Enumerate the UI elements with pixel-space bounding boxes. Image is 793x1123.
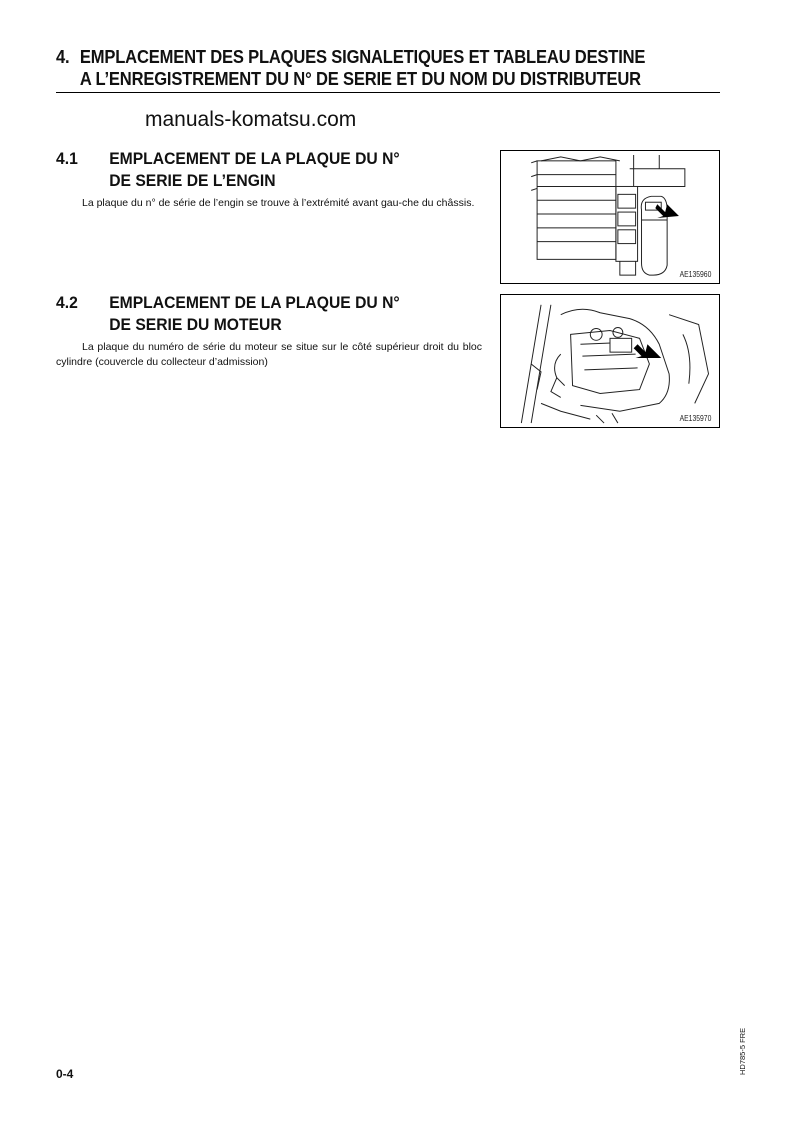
section-title-line2: DE SERIE DU MOTEUR — [109, 316, 282, 334]
chapter-divider — [56, 92, 720, 93]
figure-engine-serial-plate: AE135970 — [500, 294, 720, 428]
section-number: 4.1 — [56, 150, 78, 168]
document-code: HD785-5 FRE — [738, 1027, 747, 1075]
section-title-line1: EMPLACEMENT DE LA PLAQUE DU N° — [109, 294, 400, 312]
chapter-title: 4. EMPLACEMENT DES PLAQUES SIGNALETIQUES … — [56, 46, 682, 90]
watermark-text: manuals-komatsu.com — [145, 108, 357, 131]
chapter-number: 4. — [56, 47, 70, 67]
machine-frame-illustration — [531, 154, 686, 276]
section-body-4-1: La plaque du n° de série de l’engin se t… — [82, 197, 475, 209]
chapter-title-line2: A L’ENREGISTREMENT DU N° DE SERIE ET DU … — [79, 69, 641, 89]
chapter-title-line1: EMPLACEMENT DES PLAQUES SIGNALETIQUES ET… — [79, 47, 646, 67]
section-title-line2: DE SERIE DE L’ENGIN — [109, 172, 276, 190]
engine-block-illustration — [520, 304, 710, 424]
figure-machine-serial-plate: AE135960 — [500, 150, 720, 284]
page-number: 0-4 — [56, 1067, 74, 1081]
section-title-line1: EMPLACEMENT DE LA PLAQUE DU N° — [109, 150, 400, 168]
figure-label: AE135960 — [679, 270, 711, 279]
section-heading-4-1: 4.1 EMPLACEMENT DE LA PLAQUE DU N° DE SE… — [56, 148, 474, 192]
section-heading-4-2: 4.2 EMPLACEMENT DE LA PLAQUE DU N° DE SE… — [56, 292, 474, 336]
figure-label: AE135970 — [679, 414, 711, 423]
section-body-4-2: La plaque du numéro de série du moteur s… — [56, 341, 482, 368]
section-number: 4.2 — [56, 294, 78, 312]
